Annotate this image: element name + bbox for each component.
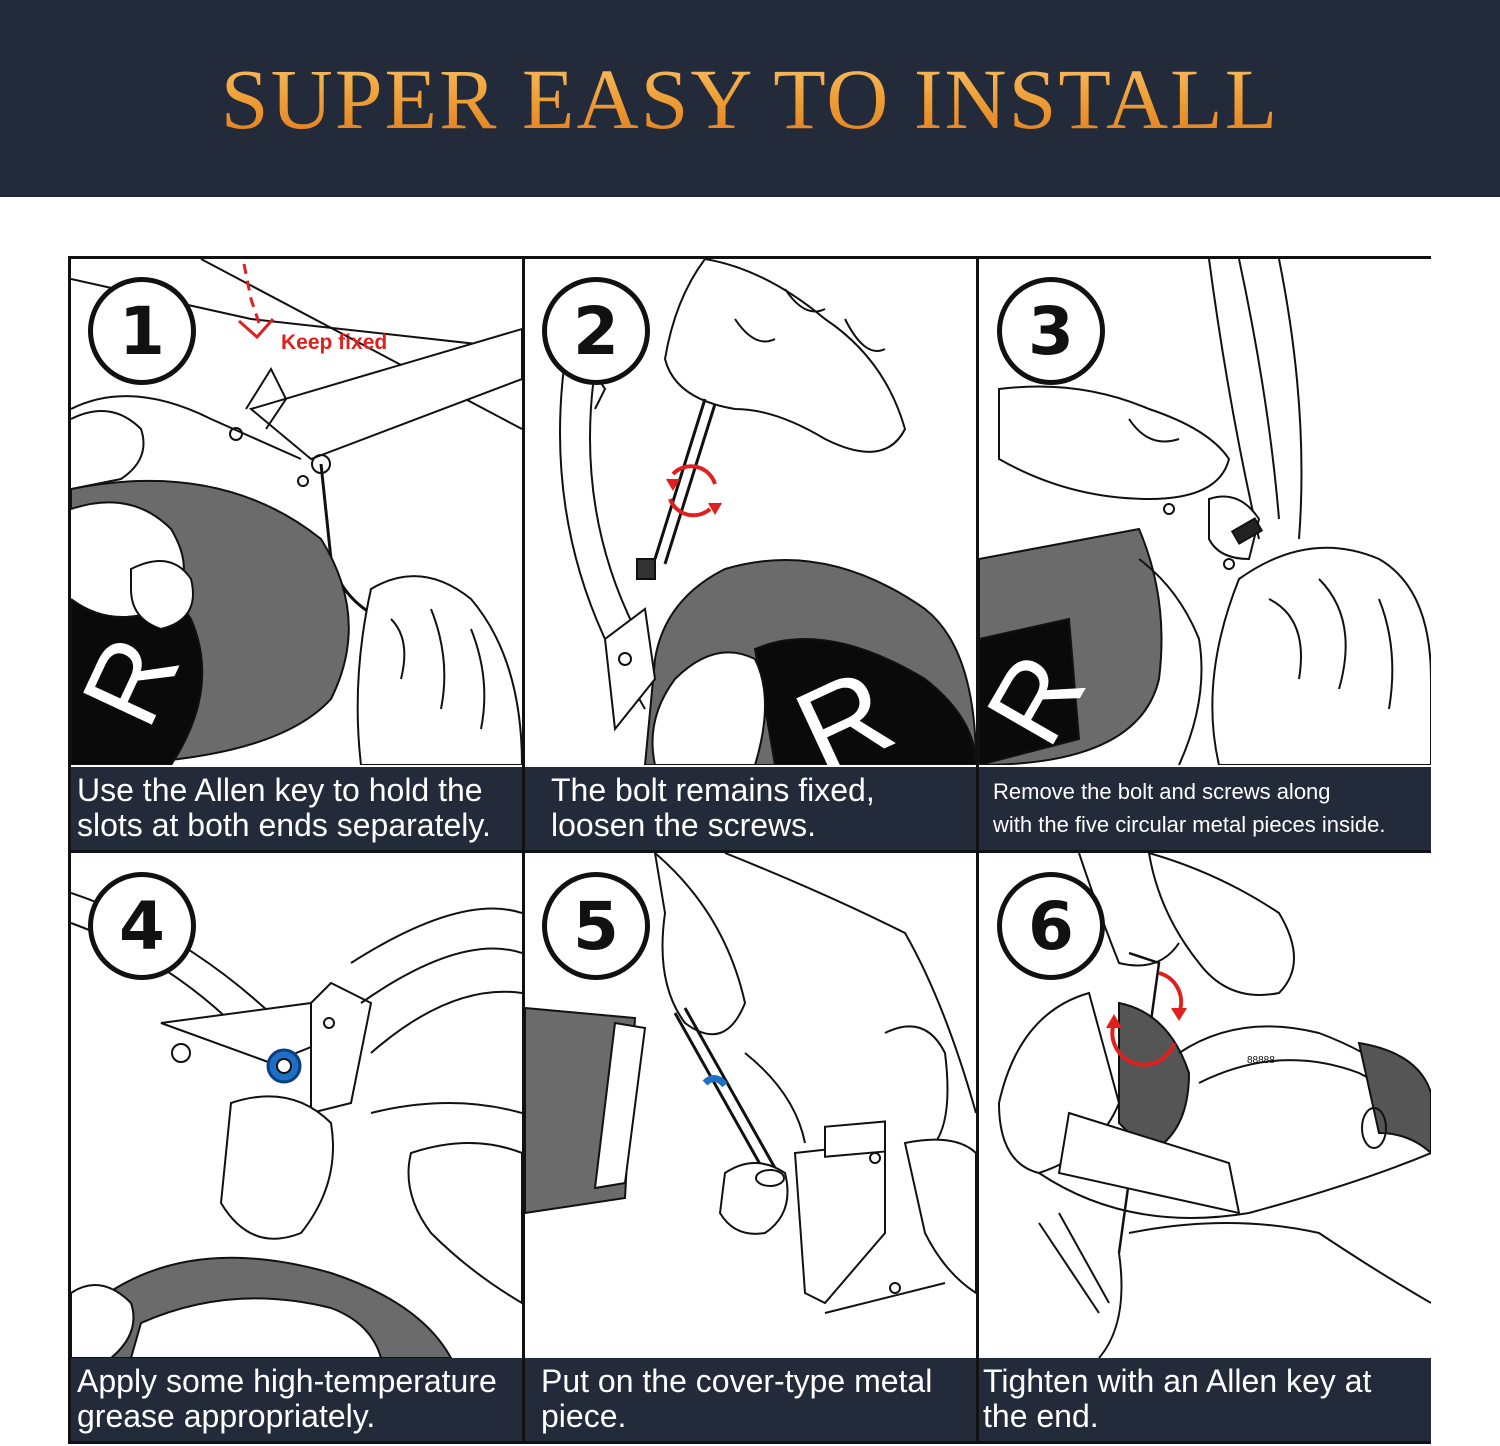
step-caption-text: The bolt remains fixed, loosen the screw… [551,771,875,843]
step-number-badge: 1 [88,277,196,385]
svg-text:88888: 88888 [1247,1055,1275,1066]
step-caption: Put on the cover-type metal piece. [525,1358,976,1441]
step-panel-6: 88888 6 Tighten with an Allen key at the… [979,853,1431,1441]
step-panel-2: R 2 The bolt remains fixed, loosen the s… [525,259,976,850]
step-caption: Apply some high-temperature grease appro… [71,1358,522,1441]
step-caption-text: Put on the cover-type metal piece. [541,1362,933,1434]
step-2-illustration: R [559,259,976,765]
step-caption-text: Use the Allen key to hold the slots at b… [77,771,491,843]
page-title: SUPER EASY TO INSTALL [220,50,1280,147]
step-caption-text: Apply some high-temperature grease appro… [77,1362,497,1434]
step-1-illustration: R [71,259,522,765]
step-number-badge: 6 [997,872,1105,980]
step-3-illustration: R [979,259,1431,765]
instruction-grid: R 1 Keep fixed Use the Allen key to hold… [68,256,1431,1444]
step-5-illustration [525,853,976,1314]
step-caption-text: Remove the bolt and screws along with th… [993,778,1386,837]
step-panel-1: R 1 Keep fixed Use the Allen key to hold… [71,259,522,850]
step-panel-5: 5 Put on the cover-type metal piece. [525,853,976,1441]
step-caption: Remove the bolt and screws along with th… [979,767,1431,850]
step-caption: Use the Allen key to hold the slots at b… [71,767,522,850]
step-4-illustration [71,892,522,1358]
step-caption-text: Tighten with an Allen key at the end. [983,1362,1372,1434]
step-caption: Tighten with an Allen key at the end. [979,1358,1431,1441]
step-number-badge: 5 [542,872,650,980]
step-number-badge: 4 [88,872,196,980]
step-6-illustration: 88888 [997,853,1431,1358]
step-number-badge: 3 [997,277,1105,385]
step-number-badge: 2 [542,277,650,385]
step-panel-4: 4 Apply some high-temperature grease app… [71,853,522,1441]
step-caption: The bolt remains fixed, loosen the screw… [525,767,976,850]
banner: SUPER EASY TO INSTALL [0,0,1500,197]
step-panel-3: R 3 Remove the bolt and screws along wit… [979,259,1431,850]
keep-fixed-annotation: Keep fixed [281,331,388,354]
